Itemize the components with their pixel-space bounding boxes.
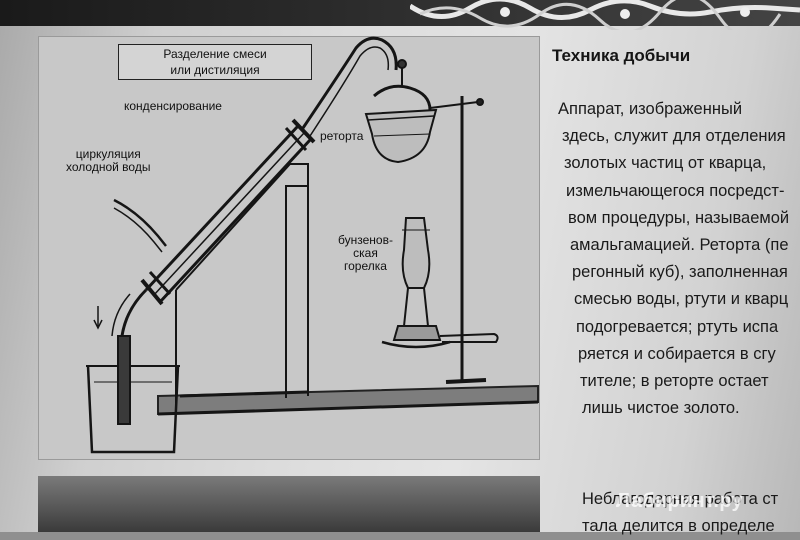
body-line: ряется и собирается в сгу bbox=[578, 344, 776, 363]
body-line: подогревается; ртуть испа bbox=[576, 317, 779, 336]
body-line: золотых частиц от кварца, bbox=[564, 154, 767, 173]
article-body: Аппарат, изображенный здесь, служит для … bbox=[558, 96, 800, 422]
body-line: здесь, служит для отделения bbox=[562, 127, 786, 146]
body-line: тителе; в реторте остает bbox=[580, 372, 769, 391]
label-retort: реторта bbox=[320, 129, 364, 143]
body-line: лишь чистое золото. bbox=[582, 399, 740, 418]
watermark-logo: Лабиринт.ру bbox=[616, 490, 743, 512]
body-line: измельчающегося посредст- bbox=[566, 181, 785, 200]
label-condensation: конденсирование bbox=[124, 99, 222, 113]
label-bunsen-burner: бунзенов- ская горелка bbox=[338, 233, 393, 273]
figure-title-box: Разделение смеси или дистиляция bbox=[118, 44, 312, 80]
figure-title-line-2: или дистиляция bbox=[170, 63, 260, 77]
body-line: смесью воды, ртути и кварц bbox=[574, 290, 789, 309]
body-line: регонный куб), заполненная bbox=[572, 263, 788, 282]
body-line: вом процедуры, называемой bbox=[568, 208, 790, 227]
ornament-border bbox=[410, 0, 800, 30]
distillation-apparatus-drawing bbox=[86, 36, 539, 454]
figure-title-line-1: Разделение смеси bbox=[163, 47, 267, 61]
label-cold-water: циркуляция холодной воды bbox=[66, 147, 151, 174]
bottom-photo bbox=[38, 476, 540, 532]
body-line: Аппарат, изображенный bbox=[558, 100, 743, 118]
body-line: амальгамацией. Реторта (пе bbox=[570, 236, 789, 255]
article-heading: Техника добычи bbox=[552, 46, 691, 65]
next-paragraph: Неблагодарная работа ст тала делится в о… bbox=[582, 490, 779, 535]
distillation-figure: циркуляция холодной воды конденсирование… bbox=[38, 36, 540, 460]
